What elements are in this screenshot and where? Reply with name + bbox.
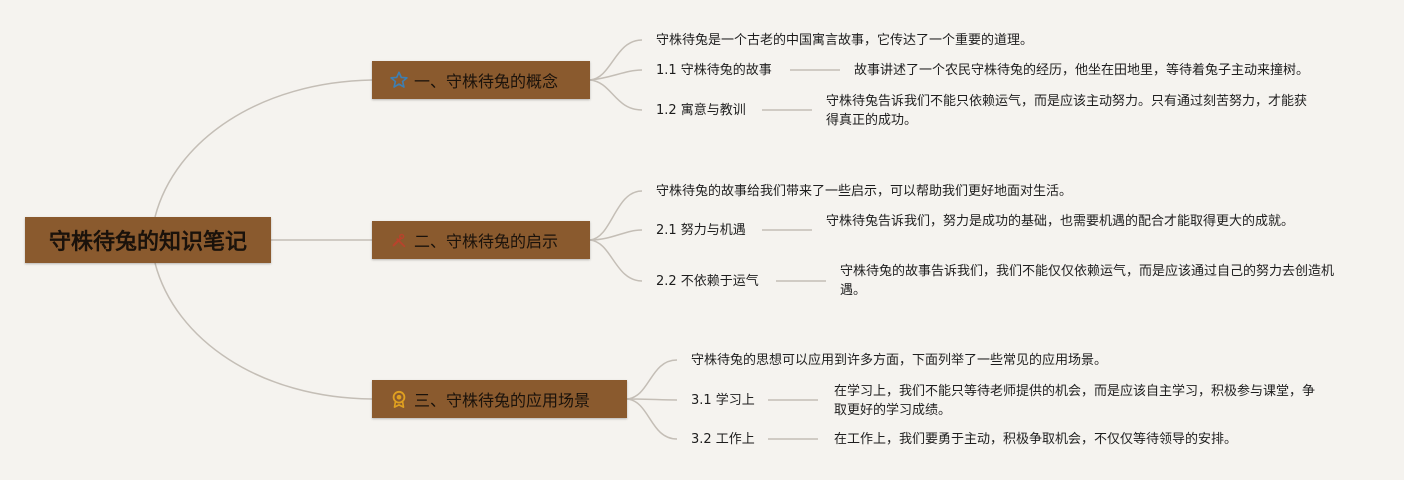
connector-b1-sub1 (589, 69, 643, 81)
connector-b3-intro (626, 359, 678, 400)
branch-intro: 守株待兔是一个古老的中国寓言故事，它传达了一个重要的道理。 (656, 33, 1034, 48)
connector-b1-intro (589, 39, 643, 81)
tools-icon (392, 233, 406, 248)
root-node[interactable]: 守株待兔的知识笔记 (25, 217, 271, 263)
sub-topic-label[interactable]: 2.2 不依赖于运气 (656, 274, 759, 289)
branch-node-concept[interactable]: 一、守株待兔的概念 (372, 61, 590, 99)
sub-topic-detail: 守株待兔告诉我们，努力是成功的基础，也需要机遇的配合才能取得更大的成就。 (826, 214, 1295, 229)
branch-node-application[interactable]: 三、守株待兔的应用场景 (372, 380, 627, 418)
connector-b2-sub2 (589, 239, 643, 282)
star-icon (390, 71, 408, 88)
award-ribbon-icon (392, 390, 406, 408)
branch-intro: 守株待兔的故事给我们带来了一些启示，可以帮助我们更好地面对生活。 (656, 184, 1073, 199)
connector-b3-sub1 (626, 398, 678, 401)
sub-topic-label[interactable]: 1.1 守株待兔的故事 (656, 63, 772, 78)
connector-root-branch-1 (154, 79, 373, 218)
sub-topic-detail: 守株待兔告诉我们不能只依赖运气，而是应该主动努力。只有通过刻苦努力，才能获得真正… (826, 94, 1308, 128)
connector-b2-intro (589, 190, 643, 241)
sub-topic-label[interactable]: 1.2 寓意与教训 (656, 103, 746, 118)
sub-topic-detail: 在工作上，我们要勇于主动，积极争取机会，不仅仅等待领导的安排。 (834, 432, 1238, 447)
sub-topic-label[interactable]: 2.1 努力与机遇 (656, 223, 746, 238)
sub-topic-detail: 故事讲述了一个农民守株待兔的经历，他坐在田地里，等待着兔子主动来撞树。 (854, 63, 1310, 78)
branch-node-insight[interactable]: 二、守株待兔的启示 (372, 221, 590, 259)
connector-root-branch-3 (154, 262, 373, 400)
branch-title: 二、守株待兔的启示 (414, 232, 559, 251)
root-title: 守株待兔的知识笔记 (48, 230, 247, 255)
sub-topic-label[interactable]: 3.2 工作上 (691, 432, 755, 447)
sub-topic-label[interactable]: 3.1 学习上 (691, 393, 755, 408)
connector-b2-sub1 (589, 229, 643, 241)
branch-intro: 守株待兔的思想可以应用到许多方面，下面列举了一些常见的应用场景。 (691, 353, 1108, 368)
connector-b3-sub2 (626, 398, 678, 440)
sub-topic-detail: 守株待兔的故事告诉我们，我们不能仅仅依赖运气，而是应该通过自己的努力去创造机遇。 (840, 264, 1335, 298)
sub-topic-detail: 在学习上，我们不能只等待老师提供的机会，而是应该自主学习，积极参与课堂，争取更好… (834, 384, 1316, 418)
branch-title: 三、守株待兔的应用场景 (414, 391, 591, 410)
branch-title: 一、守株待兔的概念 (414, 72, 559, 91)
connector-b1-sub2 (589, 79, 643, 111)
